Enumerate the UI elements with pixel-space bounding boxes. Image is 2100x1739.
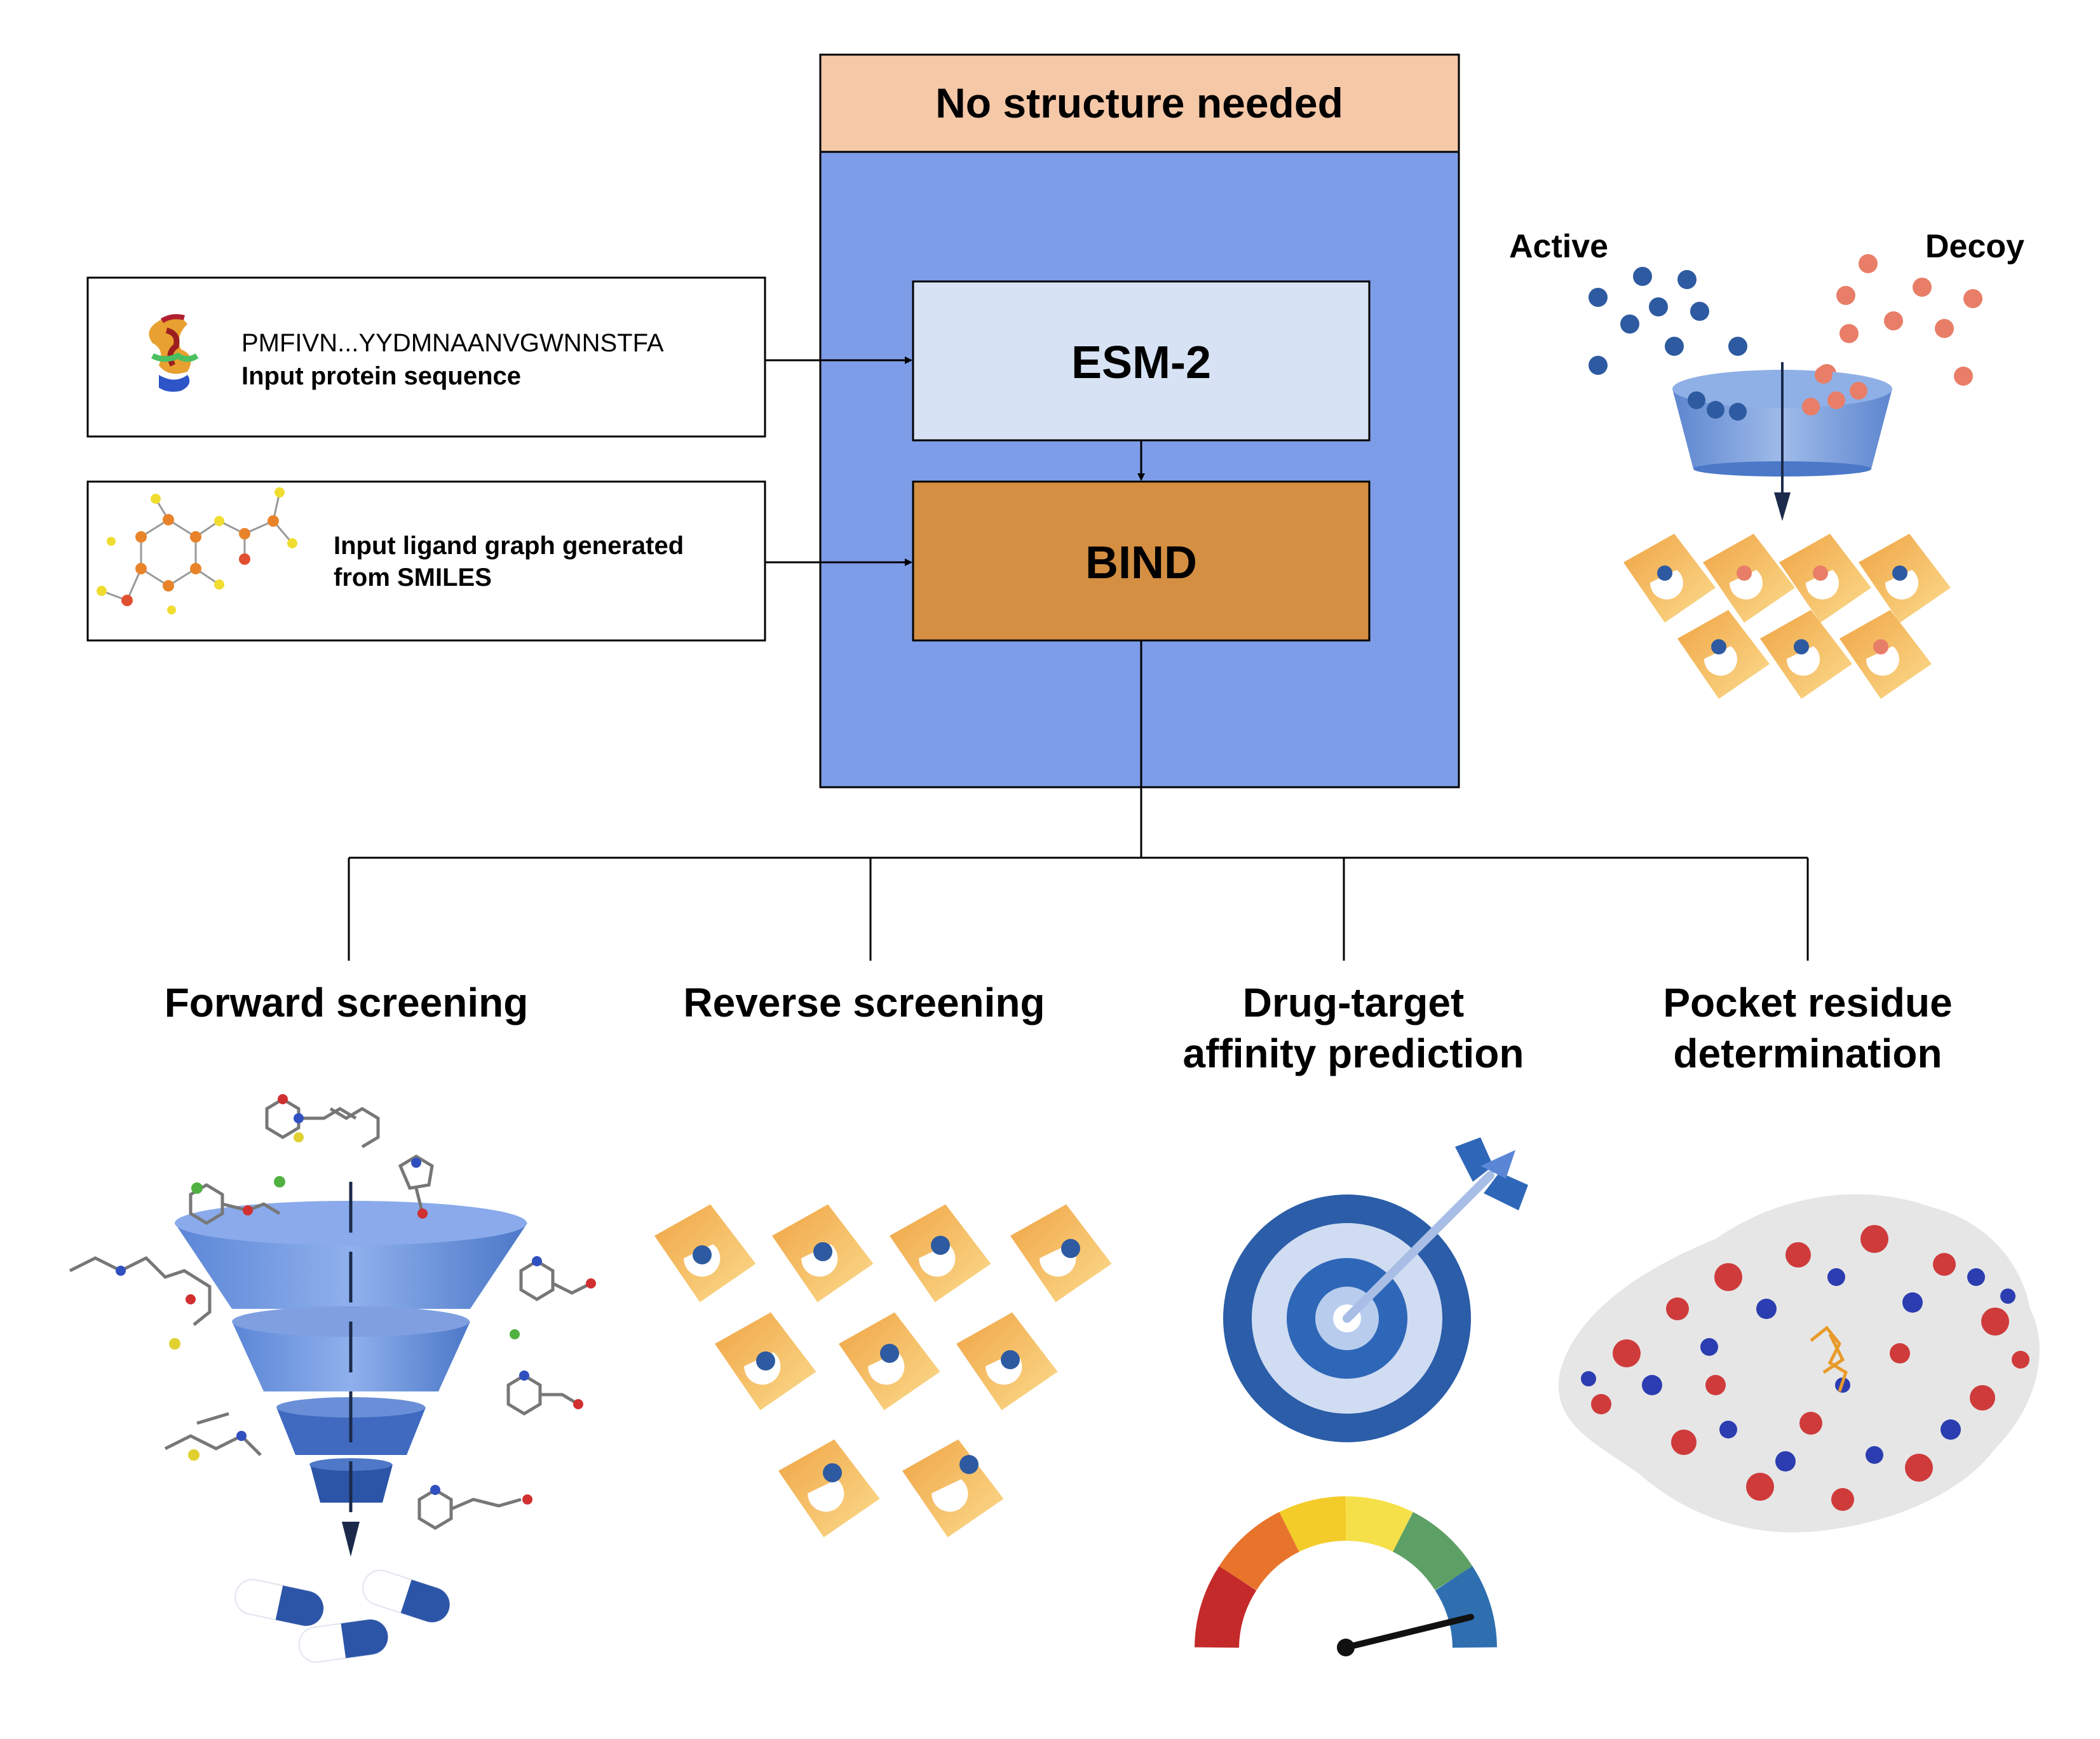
model-panel xyxy=(819,151,1460,788)
app-affinity-line2: affinity prediction xyxy=(1183,1031,1524,1076)
bind-label: BIND xyxy=(1085,538,1197,588)
app-reverse-screening: Reverse screening xyxy=(683,980,1045,1025)
gauge-icon xyxy=(1195,1496,1497,1656)
header-box xyxy=(819,53,1460,153)
forward-funnel-icon xyxy=(175,1182,527,1557)
decoy-dots xyxy=(1817,254,1982,386)
reverse-screening-pockets xyxy=(654,1204,1112,1538)
capsule-icons xyxy=(234,1569,450,1663)
funnel-icon xyxy=(1672,362,1892,521)
active-label: Active xyxy=(1509,228,1608,265)
app-pocket-line2: determination xyxy=(1673,1031,1942,1076)
target-icon xyxy=(1223,1137,1528,1442)
esm2-box xyxy=(912,280,1371,442)
pocket-grid-topright xyxy=(1623,534,1951,699)
ligand-caption-line1: Input ligand graph generated xyxy=(334,532,684,560)
ligand-atoms xyxy=(116,1094,596,1505)
header-title: No structure needed xyxy=(935,79,1343,126)
app-affinity-line1: Drug-target xyxy=(1243,980,1464,1025)
protein-sequence: PMFIVN...YYDMNAANVGWNNSTFA xyxy=(241,329,664,357)
protein-structure-icon xyxy=(149,314,199,392)
active-dots xyxy=(1589,267,1747,375)
app-forward-screening: Forward screening xyxy=(165,980,529,1025)
protein-input-box xyxy=(86,276,766,438)
decoy-label: Decoy xyxy=(1925,228,2024,265)
ligand-graph-icon xyxy=(97,487,297,614)
ligand-input-box xyxy=(86,480,766,642)
ligand-caption-line2: from SMILES xyxy=(334,564,492,592)
protein-surface-icon xyxy=(1558,1194,2040,1533)
protein-caption: Input protein sequence xyxy=(241,362,521,390)
esm2-label: ESM-2 xyxy=(1071,337,1211,388)
output-tree xyxy=(348,640,1809,961)
app-pocket-line1: Pocket residue xyxy=(1663,980,1952,1025)
